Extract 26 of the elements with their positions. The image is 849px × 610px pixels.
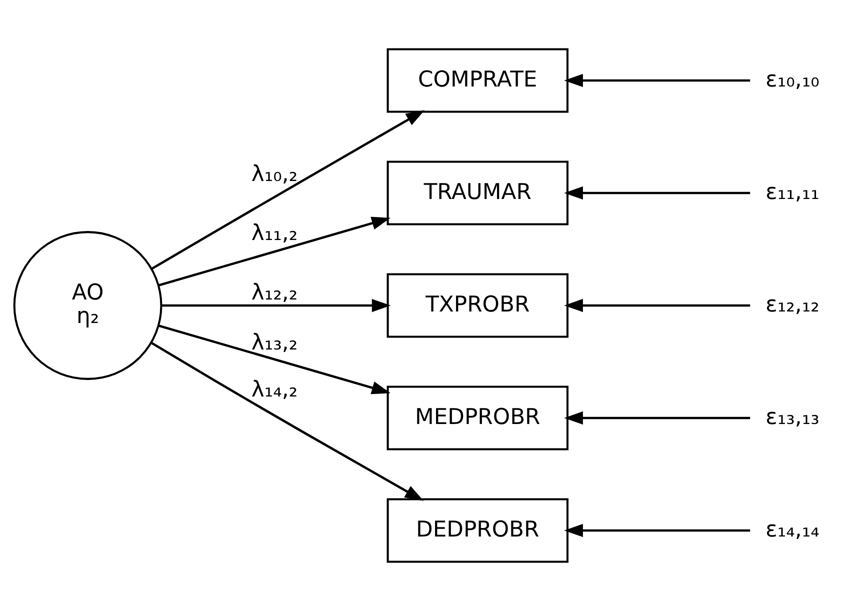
node-text: ε₁₃,₁₃ (766, 404, 820, 430)
edge-label: λ₁₀,₂ (251, 161, 298, 186)
arrow (564, 73, 750, 87)
node-text: ε₁₂,₁₂ (766, 292, 820, 317)
node-box: MEDPROBR (386, 385, 568, 450)
edge-label: λ₁₁,₂ (251, 220, 298, 246)
node-box: TRAUMAR (386, 160, 568, 225)
node-box: TXPROBR (386, 272, 568, 338)
arrow (158, 324, 391, 394)
node-box: DEDPROBR (386, 498, 568, 562)
node-text: ε₁₁,₁₁ (766, 179, 820, 204)
arrow (158, 216, 391, 286)
edge-label: λ₁₃,₂ (251, 330, 298, 356)
arrow (151, 110, 425, 270)
edge-label: λ₁₄,₂ (251, 376, 298, 402)
arrow (564, 186, 750, 200)
edge-label: λ₁₂,₂ (251, 280, 298, 306)
arrow (162, 298, 391, 312)
arrow (564, 410, 750, 424)
arrow (564, 298, 750, 312)
arrow (564, 523, 750, 537)
node-text: ε₁₀,₁₀ (766, 66, 820, 92)
node-text: ε₁₄,₁₄ (766, 516, 820, 542)
node-circle: AO η₂ (13, 230, 162, 380)
node-box: COMPRATE (386, 48, 568, 112)
arrow (151, 342, 424, 500)
